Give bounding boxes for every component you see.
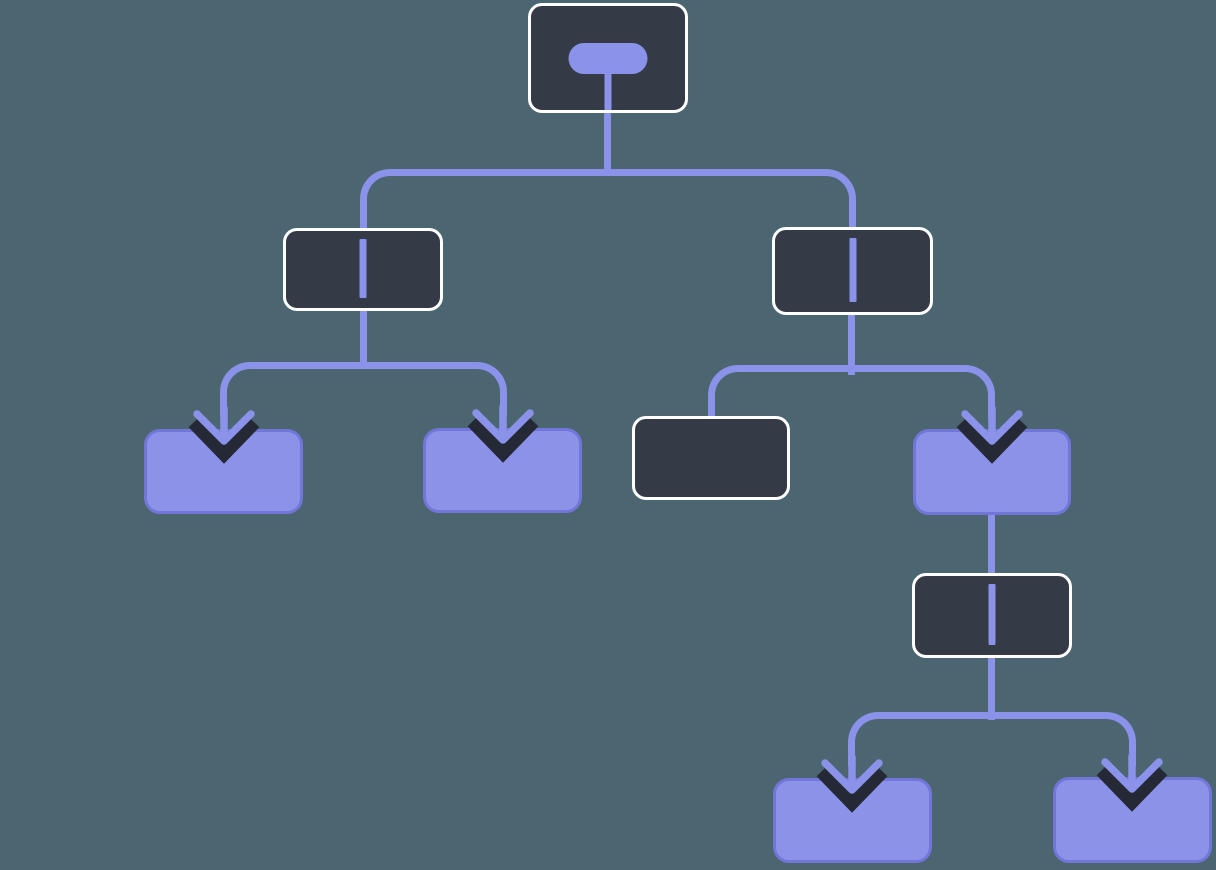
chevron-down-arrow-icon xyxy=(816,753,888,813)
chevron-down-arrow-icon xyxy=(1096,752,1168,812)
node-line-glyph xyxy=(359,239,367,298)
dark-leaf-node[interactable] xyxy=(632,416,790,500)
connector-rail xyxy=(360,169,856,240)
chevron-down-arrow-icon xyxy=(188,404,260,464)
connector-rail xyxy=(848,712,1136,766)
node-line-glyph xyxy=(849,238,856,302)
connector-stem xyxy=(604,106,611,176)
leaf-b-node[interactable] xyxy=(423,428,582,513)
branch-lower-node[interactable] xyxy=(912,573,1072,658)
connector-rail xyxy=(220,362,507,417)
node-line-glyph xyxy=(988,584,996,645)
branch-right-node[interactable] xyxy=(772,227,933,315)
chevron-down-arrow-icon xyxy=(467,403,539,463)
branch-left-node[interactable] xyxy=(283,228,443,311)
node-pill-stem-glyph xyxy=(604,72,612,110)
root-node[interactable] xyxy=(528,3,688,113)
node-pill-glyph xyxy=(568,43,648,74)
connector-rail xyxy=(708,365,995,419)
chevron-down-arrow-icon xyxy=(956,404,1028,464)
